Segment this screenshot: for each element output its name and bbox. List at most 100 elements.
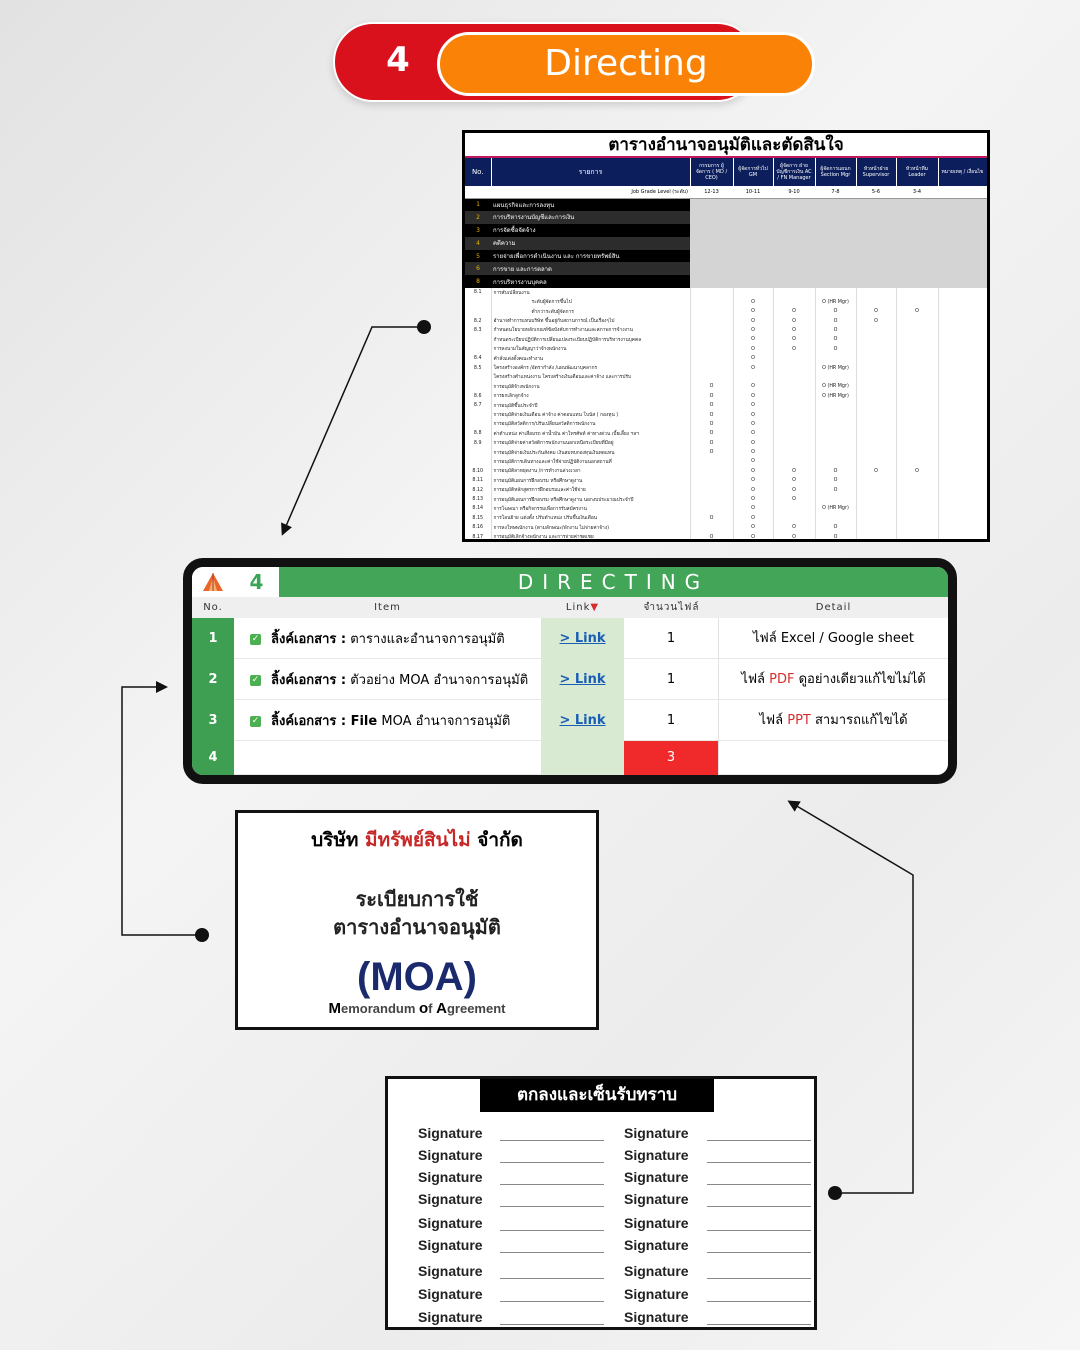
approval-header-cell: No.	[465, 158, 492, 186]
signature-line[interactable]	[707, 1230, 811, 1231]
approval-mark: O	[690, 391, 734, 401]
item-cell: ✓ลิ้งค์เอกสาร : ตัวอย่าง MOA อำนาจการอนุ…	[234, 659, 541, 701]
approval-mark	[896, 429, 939, 439]
col-link[interactable]: Link▼	[541, 597, 624, 618]
approval-mark	[856, 410, 897, 420]
approval-mark	[938, 429, 987, 439]
category-label: คดีความ	[491, 236, 690, 250]
empty-item	[234, 741, 541, 775]
file-count: 1	[624, 659, 719, 701]
row-label: การโอนย้าย แต่งตั้ง ปรับตำแหน่ง ปรับขึ้น…	[491, 513, 691, 523]
signature-line[interactable]	[707, 1301, 811, 1302]
approval-mark	[896, 316, 939, 326]
job-grade-cell: 3-4	[896, 186, 938, 199]
checkbox-checked-icon[interactable]: ✓	[250, 674, 261, 686]
moa-cover: บริษัท มีทรัพย์สินไม่ จำกัด ระเบียบการใช…	[235, 810, 599, 1030]
file-link[interactable]: > Link	[541, 700, 624, 742]
signature-line[interactable]	[707, 1206, 811, 1207]
approval-mark: O	[733, 419, 774, 430]
approval-mark	[856, 335, 897, 345]
category-label: การขาย และการตลาด	[491, 262, 690, 276]
approval-mark	[690, 288, 734, 298]
word-rest: emorandum	[340, 1001, 419, 1016]
approval-mark	[896, 363, 939, 373]
signature-line[interactable]	[500, 1162, 604, 1163]
approval-mark: O	[815, 316, 857, 326]
approval-mark	[690, 325, 734, 336]
row-number	[465, 335, 492, 345]
signature-label: Signature	[418, 1147, 483, 1163]
approval-header-cell: รายการ	[491, 158, 691, 186]
approval-mark	[773, 372, 816, 383]
approval-mark	[690, 363, 734, 373]
item-text: ลิ้งค์เอกสาร : File MOA อำนาจการอนุมัติ	[271, 701, 510, 742]
approval-mark	[896, 504, 939, 514]
approval-mark	[896, 372, 939, 383]
approval-mark	[690, 344, 734, 354]
row-label: การลงโทษพนักงาน (ตามลักษณะ/พักงาน ไม่จ่า…	[491, 523, 691, 533]
directing-card: 4 DIRECTING No. Item Link▼ จำนวนไฟล์ Det…	[183, 558, 957, 784]
file-link[interactable]: > Link	[541, 659, 624, 701]
approval-mark	[773, 363, 816, 373]
signature-line[interactable]	[707, 1140, 811, 1141]
approval-mark	[815, 288, 857, 298]
signature-line[interactable]	[500, 1230, 604, 1231]
approval-mark: O	[856, 316, 897, 326]
category-number: 2	[465, 210, 491, 224]
file-link[interactable]: > Link	[541, 618, 624, 660]
approval-header-cell: ผู้จัดการแผนก Section Mgr	[815, 158, 857, 186]
row-number: 3	[192, 700, 234, 742]
category-label: การบริหารงานบัญชีและการเงิน	[491, 210, 690, 224]
approval-mark: O	[690, 410, 734, 420]
approval-mark	[938, 457, 987, 467]
approval-mark: O	[690, 447, 734, 458]
approval-mark	[856, 494, 897, 505]
approval-mark: O	[856, 307, 897, 317]
checkbox-checked-icon[interactable]: ✓	[250, 715, 261, 727]
signature-line[interactable]	[707, 1252, 811, 1253]
approval-mark: O	[690, 438, 734, 448]
approval-mark: O	[733, 344, 774, 354]
approval-mark: O	[733, 476, 774, 486]
signature-line[interactable]	[500, 1184, 604, 1185]
signature-line[interactable]	[500, 1252, 604, 1253]
signature-line[interactable]	[500, 1301, 604, 1302]
word-rest: greement	[446, 1001, 506, 1016]
signature-line[interactable]	[500, 1324, 604, 1325]
approval-mark	[773, 391, 816, 401]
signature-line[interactable]	[707, 1184, 811, 1185]
col-count: จำนวนไฟล์	[643, 602, 700, 613]
signature-line[interactable]	[500, 1206, 604, 1207]
approval-mark	[896, 410, 939, 420]
signature-line[interactable]	[707, 1162, 811, 1163]
checkbox-checked-icon[interactable]: ✓	[250, 633, 261, 645]
approval-mark	[938, 344, 987, 354]
approval-header-cell: ผู้จัดการทั่วไป GM	[733, 158, 774, 186]
signature-line[interactable]	[707, 1278, 811, 1279]
approval-mark	[690, 316, 734, 326]
approval-mark	[856, 400, 897, 411]
filter-dropdown-icon[interactable]: ▼	[590, 602, 600, 613]
approval-mark: O (HR Mgr)	[815, 504, 857, 514]
signature-line[interactable]	[500, 1278, 604, 1279]
detail-cell: ไฟล์ PPT สามารถแก้ไขได้	[719, 700, 948, 742]
approval-mark	[938, 400, 987, 411]
col-no: No.	[203, 602, 223, 613]
approval-mark	[938, 466, 987, 477]
signature-line[interactable]	[707, 1324, 811, 1325]
row-number: 8.16	[465, 523, 492, 533]
approval-mark	[896, 419, 939, 430]
row-number: 8.7	[465, 400, 492, 411]
approval-mark	[856, 457, 897, 467]
row-number	[465, 410, 492, 420]
approval-mark	[938, 447, 987, 458]
signature-line[interactable]	[500, 1140, 604, 1141]
row-label: การอนุมัติการเดินทางและค่าใช้จ่ายปฏิบัติ…	[491, 457, 691, 467]
approval-mark	[896, 447, 939, 458]
